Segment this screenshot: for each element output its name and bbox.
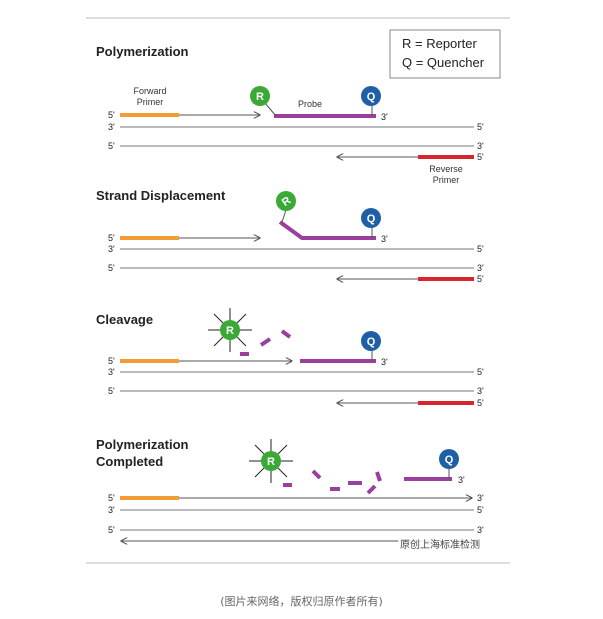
reporter-letter: R: [256, 91, 264, 103]
label-5prime: 5': [108, 233, 115, 243]
label-5prime: 5': [477, 152, 484, 162]
step-title-polymerization: Polymerization: [96, 44, 189, 59]
probe-fragment: [259, 337, 272, 347]
reverse-primer-label-1: Reverse: [429, 164, 463, 174]
reporter-circle: [261, 451, 281, 471]
label-5prime: 5': [108, 110, 115, 120]
label-5prime: 5': [108, 525, 115, 535]
label-5prime: 5': [108, 141, 115, 151]
reporter-circle: [276, 191, 296, 211]
label-3prime: 3': [477, 386, 484, 396]
quencher-letter: Q: [445, 454, 454, 466]
forward-primer-label-1: Forward: [133, 86, 166, 96]
probe-fragment: [311, 469, 322, 480]
quencher-letter: Q: [367, 336, 376, 348]
label-3prime: 3': [108, 244, 115, 254]
label-3prime: 3': [458, 475, 465, 485]
label-3prime: 3': [381, 234, 388, 244]
label-3prime: 3': [477, 263, 484, 273]
quencher-letter: Q: [367, 91, 376, 103]
label-5prime: 5': [477, 122, 484, 132]
label-3prime: 3': [477, 141, 484, 151]
label-5prime: 5': [477, 367, 484, 377]
quencher-circle: [361, 331, 381, 351]
label-5prime: 5': [108, 386, 115, 396]
step-title-polymerization-completed-2: Completed: [96, 454, 163, 469]
legend-box: [389, 29, 501, 79]
probe-label: Probe: [298, 99, 322, 109]
reporter-circle: [250, 86, 270, 106]
legend-quencher: Q = Quencher: [402, 55, 485, 70]
probe-fragment: [366, 484, 377, 495]
label-3prime: 3': [381, 357, 388, 367]
reverse-primer-label-2: Primer: [433, 175, 460, 185]
quencher-circle: [361, 208, 381, 228]
quencher-circle: [361, 86, 381, 106]
label-3prime: 3': [108, 122, 115, 132]
watermark: 原创上海标准检测: [398, 536, 482, 551]
reporter-circle: [220, 320, 240, 340]
reporter-letter: R: [267, 456, 275, 468]
fluorescing-reporter: R: [208, 308, 252, 352]
label-5prime: 5': [477, 244, 484, 254]
probe-fragment: [280, 329, 292, 339]
label-5prime: 5': [477, 505, 484, 515]
image-caption: (图片来网络，版权归原作者所有): [220, 595, 383, 608]
reporter-linker: [264, 102, 277, 117]
label-5prime: 5': [477, 274, 484, 284]
label-5prime: 5': [477, 398, 484, 408]
probe-fragment: [375, 471, 382, 482]
step-title-polymerization-completed-1: Polymerization: [96, 437, 189, 452]
label-3prime: 3': [381, 112, 388, 122]
reporter-letter: R: [226, 325, 234, 337]
label-3prime: 3': [108, 367, 115, 377]
quencher-circle: [439, 449, 459, 469]
fluorescing-reporter: R: [249, 439, 293, 483]
quencher-letter: Q: [367, 213, 376, 225]
label-3prime: 3': [477, 525, 484, 535]
label-5prime: 5': [108, 356, 115, 366]
label-3prime: 3': [477, 493, 484, 503]
step-title-cleavage: Cleavage: [96, 312, 153, 327]
label-3prime: 3': [108, 505, 115, 515]
label-5prime: 5': [108, 263, 115, 273]
step-title-strand-displacement: Strand Displacement: [96, 188, 226, 203]
label-5prime: 5': [108, 493, 115, 503]
legend-reporter: R = Reporter: [402, 36, 477, 51]
forward-primer-label-2: Primer: [137, 97, 164, 107]
reporter-linker: [281, 209, 287, 223]
displaced-probe: [278, 220, 376, 240]
